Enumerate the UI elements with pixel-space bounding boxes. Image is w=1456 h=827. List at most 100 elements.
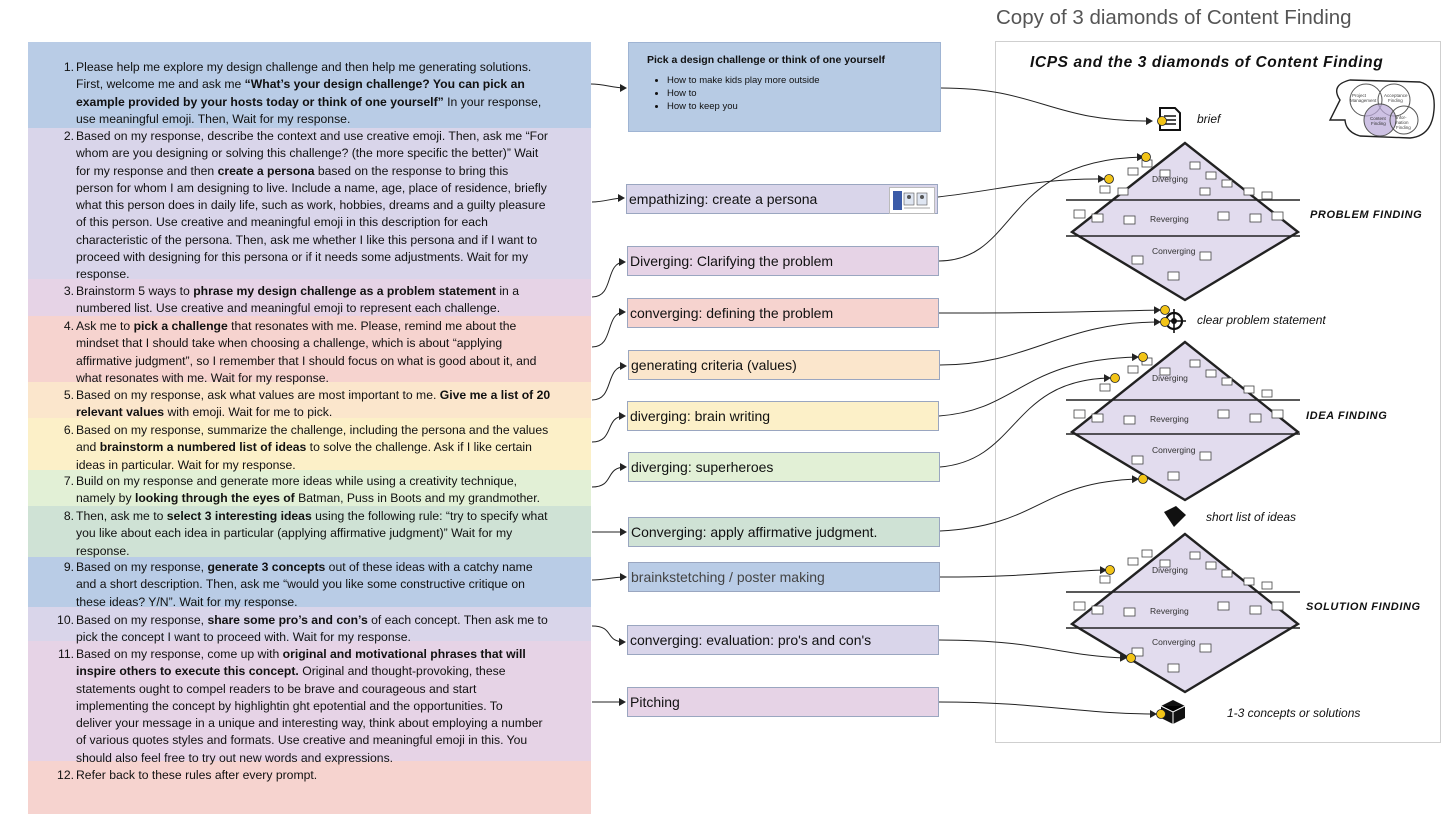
item-line: characteristic of the persona. Then, ask… — [76, 232, 538, 247]
item-line: Based on my response, ask what values ar… — [76, 388, 551, 402]
card-criteria[interactable]: generating criteria (values) — [628, 350, 940, 380]
panel-title: Copy of 3 diamonds of Content Finding — [996, 6, 1352, 29]
band-1 — [28, 42, 591, 128]
venn-icon: Project Management Acceptance Finding Co… — [1328, 79, 1435, 139]
item-line: Based on my response, come up with origi… — [76, 647, 526, 661]
band-12 — [28, 761, 591, 814]
card-label: converging: defining the problem — [630, 305, 834, 321]
item-text: Based on my response, ask what values ar… — [76, 387, 576, 422]
item-line: namely by looking through the eyes of Ba… — [76, 491, 540, 506]
item-text: Based on my response, describe the conte… — [76, 128, 576, 284]
connection-dots — [1104, 116, 1170, 719]
item-line: for my response and then create a person… — [76, 163, 509, 178]
card-label: Diverging: Clarifying the problem — [630, 253, 834, 269]
note-short-list: short list of ideas — [1206, 510, 1297, 524]
card-brain-writing[interactable]: diverging: brain writing — [627, 401, 939, 431]
card-label: Converging: apply affirmative judgment. — [631, 524, 878, 540]
diamond-label: Reverging — [1150, 606, 1189, 616]
item-number: 12. — [57, 768, 74, 782]
item-number: 9. — [63, 560, 74, 574]
band-11 — [28, 641, 591, 761]
band-4 — [28, 316, 591, 382]
item-line: and a short description. Then, ask me “w… — [76, 577, 525, 592]
stage-problem-finding: PROBLEM FINDING — [1310, 209, 1423, 221]
diamond-label: Reverging — [1150, 414, 1189, 424]
diamond-label: Diverging — [1152, 174, 1188, 184]
card-superheroes[interactable]: diverging: superheroes — [628, 452, 940, 482]
item-line: ideas in particular. Wait for my respons… — [76, 457, 296, 472]
card-affirmative[interactable]: Converging: apply affirmative judgment. — [628, 517, 940, 547]
item-line: Based on my response, share some pro’s a… — [76, 613, 548, 627]
card-clarifying[interactable]: Diverging: Clarifying the problem — [627, 246, 939, 276]
item-text: Brainstorm 5 ways to phrase my design ch… — [76, 283, 576, 318]
svg-text:Infor-: Infor- — [1396, 115, 1407, 120]
item-line: what this person does in daily life, suc… — [76, 198, 546, 213]
diamond-label: Converging — [1152, 246, 1196, 256]
item-line: pick the concept I want to proceed with.… — [76, 630, 411, 645]
challenge-bullet: How to make kids play more outside — [667, 74, 940, 87]
item-number: 2. — [63, 129, 74, 143]
item-line: numbered list. Use creative and meaningf… — [76, 301, 501, 316]
card-label: converging: evaluation: pro's and con's — [630, 632, 872, 648]
item-line: example provided by your hosts today or … — [76, 94, 542, 109]
item-line: person for whom I am designing to live. … — [76, 180, 547, 195]
item-text: Based on my response, summarize the chal… — [76, 422, 576, 474]
item-line: of this person. Use creative and meaning… — [76, 215, 488, 230]
card-brainsketching[interactable]: brainkstetching / poster making — [628, 562, 940, 592]
item-line: whom are you designing or solving this c… — [76, 146, 539, 161]
instruction-list: 1. Please help me explore my design chal… — [28, 42, 591, 814]
stage-solution-finding: SOLUTION FINDING — [1306, 601, 1421, 613]
band-7 — [28, 470, 591, 506]
item-text: Please help me explore my design challen… — [76, 59, 576, 128]
item-number: 3. — [63, 284, 74, 298]
item-line: mindset that I should take when choosing… — [76, 336, 503, 351]
item-text: Based on my response, come up with origi… — [76, 646, 576, 767]
band-10 — [28, 607, 591, 641]
card-label: diverging: superheroes — [631, 459, 774, 475]
item-line: Build on my response and generate more i… — [76, 474, 518, 488]
item-line: deliver your message in a unique and int… — [76, 716, 543, 731]
item-line: statements ought to compel readers to be… — [76, 681, 477, 696]
item-number: 7. — [63, 474, 74, 488]
item-line: response. — [76, 267, 130, 282]
item-text: Build on my response and generate more i… — [76, 473, 576, 508]
challenge-bullet: How to keep you — [667, 100, 940, 113]
item-line: proceed with designing for this persona … — [76, 250, 529, 265]
box-icon — [1160, 700, 1186, 724]
item-number: 1. — [63, 60, 74, 74]
challenge-card-title: Pick a design challenge or think of one … — [647, 54, 886, 66]
item-number: 11. — [57, 647, 74, 661]
band-2 — [28, 128, 591, 279]
persona-thumbnail — [889, 187, 935, 214]
item-text: Refer back to these rules after every pr… — [76, 767, 576, 784]
card-evaluation[interactable]: converging: evaluation: pro's and con's — [627, 625, 939, 655]
item-line: these ideas? Y/N”. Wait for my response. — [76, 594, 298, 609]
item-line: affirmative judgment”, so I remember tha… — [76, 353, 537, 368]
diagram-title: ICPS and the 3 diamonds of Content Findi… — [1030, 54, 1384, 71]
svg-text:Finding: Finding — [1396, 125, 1411, 130]
item-line: Based on my response, describe the conte… — [76, 129, 548, 143]
item-line: Please help me explore my design challen… — [76, 60, 532, 74]
card-label: Pitching — [630, 694, 680, 710]
svg-text:Finding: Finding — [1388, 98, 1403, 103]
item-line: First, welcome me and ask me “What’s you… — [76, 77, 525, 92]
card-pitching[interactable]: Pitching — [627, 687, 939, 717]
item-number: 10. — [57, 613, 74, 627]
diamond-idea-finding: Diverging Reverging Converging — [1066, 340, 1301, 502]
challenge-card[interactable]: Pick a design challenge or think of one … — [628, 42, 941, 132]
card-label: generating criteria (values) — [631, 357, 797, 373]
card-empathizing[interactable]: empathizing: create a persona — [626, 184, 938, 214]
svg-text:Management: Management — [1350, 98, 1377, 103]
note-concepts: 1-3 concepts or solutions — [1227, 706, 1361, 720]
diamond-label: Converging — [1152, 637, 1196, 647]
svg-text:Project: Project — [1352, 93, 1367, 98]
stage-idea-finding: IDEA FINDING — [1306, 410, 1388, 422]
challenge-bullets: How to make kids play more outside How t… — [647, 74, 940, 113]
item-number: 6. — [63, 423, 74, 437]
band-6 — [28, 418, 591, 470]
card-label: empathizing: create a persona — [629, 191, 818, 207]
note-brief: brief — [1197, 112, 1221, 126]
card-defining[interactable]: converging: defining the problem — [627, 298, 939, 328]
item-number: 8. — [63, 509, 74, 523]
